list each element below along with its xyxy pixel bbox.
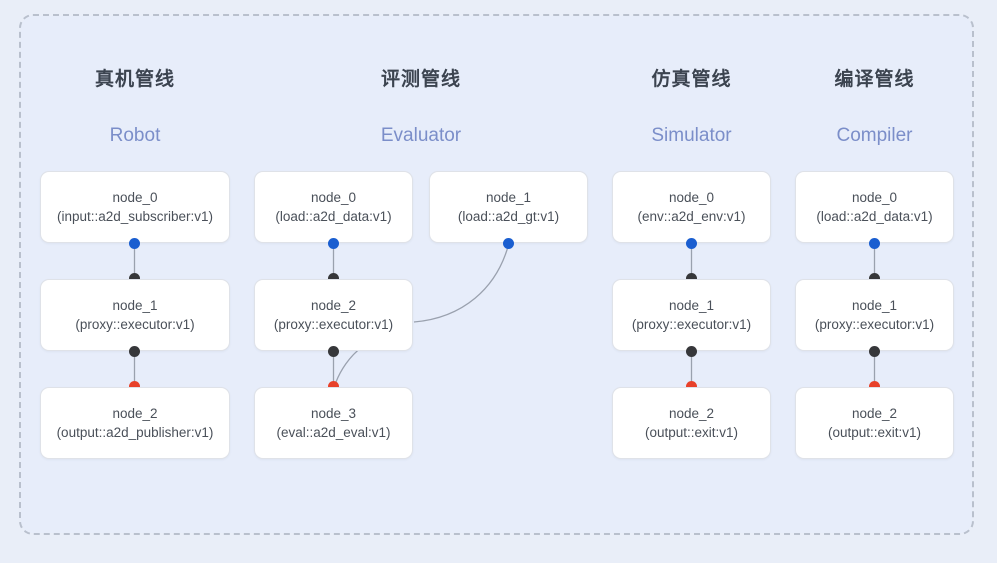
node-type: (proxy::executor:v1) <box>75 317 195 332</box>
dashed-frame-border <box>19 14 974 535</box>
port-output-black[interactable] <box>869 346 880 357</box>
port-input-black[interactable] <box>869 273 880 284</box>
node-simulator-0[interactable]: node_0 (env::a2d_env:v1) <box>612 171 771 243</box>
node-compiler-2[interactable]: node_2 (output::exit:v1) <box>795 387 954 459</box>
node-robot-2[interactable]: node_2 (output::a2d_publisher:v1) <box>40 387 230 459</box>
port-input-red[interactable] <box>129 381 140 392</box>
port-output-blue[interactable] <box>869 238 880 249</box>
node-name: node_2 <box>851 406 898 421</box>
node-type: (input::a2d_subscriber:v1) <box>56 209 214 224</box>
column-subtitle-evaluator: Evaluator <box>380 125 462 146</box>
port-output-blue[interactable] <box>328 238 339 249</box>
node-type: (output::exit:v1) <box>827 425 922 440</box>
port-output-black[interactable] <box>328 346 339 357</box>
port-input-black[interactable] <box>129 273 140 284</box>
port-input-red[interactable] <box>328 381 339 392</box>
node-name: node_1 <box>485 190 532 205</box>
node-type: (proxy::executor:v1) <box>814 317 935 332</box>
node-name: node_1 <box>851 298 898 313</box>
column-subtitle-robot: Robot <box>109 125 161 146</box>
node-evaluator-2[interactable]: node_2 (proxy::executor:v1) <box>254 279 413 351</box>
port-output-black[interactable] <box>686 346 697 357</box>
port-input-black[interactable] <box>686 273 697 284</box>
node-evaluator-1[interactable]: node_1 (load::a2d_gt:v1) <box>429 171 588 243</box>
node-type: (proxy::executor:v1) <box>631 317 752 332</box>
node-name: node_0 <box>668 190 715 205</box>
node-type: (output::a2d_publisher:v1) <box>56 425 214 440</box>
node-name: node_2 <box>112 406 158 421</box>
port-output-blue[interactable] <box>129 238 140 249</box>
node-compiler-1[interactable]: node_1 (proxy::executor:v1) <box>795 279 954 351</box>
node-name: node_0 <box>310 190 357 205</box>
port-input-red[interactable] <box>686 381 697 392</box>
node-type: (output::exit:v1) <box>644 425 739 440</box>
node-name: node_2 <box>668 406 715 421</box>
node-name: node_0 <box>851 190 898 205</box>
node-name: node_1 <box>112 298 158 313</box>
port-output-black[interactable] <box>129 346 140 357</box>
node-simulator-2[interactable]: node_2 (output::exit:v1) <box>612 387 771 459</box>
node-type: (load::a2d_data:v1) <box>275 209 392 224</box>
node-evaluator-3[interactable]: node_3 (eval::a2d_eval:v1) <box>254 387 413 459</box>
node-type: (load::a2d_gt:v1) <box>457 209 560 224</box>
column-title-simulator: 仿真管线 <box>651 69 732 90</box>
column-title-robot: 真机管线 <box>94 69 175 90</box>
column-title-compiler: 编译管线 <box>834 69 915 90</box>
node-type: (load::a2d_data:v1) <box>816 209 933 224</box>
port-input-red[interactable] <box>869 381 880 392</box>
node-compiler-0[interactable]: node_0 (load::a2d_data:v1) <box>795 171 954 243</box>
node-robot-0[interactable]: node_0 (input::a2d_subscriber:v1) <box>40 171 230 243</box>
column-subtitle-simulator: Simulator <box>651 125 732 146</box>
node-evaluator-0[interactable]: node_0 (load::a2d_data:v1) <box>254 171 413 243</box>
node-type: (eval::a2d_eval:v1) <box>276 425 391 440</box>
node-simulator-1[interactable]: node_1 (proxy::executor:v1) <box>612 279 771 351</box>
node-name: node_0 <box>112 190 158 205</box>
column-title-evaluator: 评测管线 <box>380 69 461 90</box>
column-subtitle-compiler: Compiler <box>836 125 913 146</box>
node-type: (proxy::executor:v1) <box>273 317 394 332</box>
node-type: (env::a2d_env:v1) <box>637 209 746 224</box>
port-input-black[interactable] <box>328 273 339 284</box>
node-name: node_1 <box>668 298 715 313</box>
port-output-blue[interactable] <box>686 238 697 249</box>
port-output-blue[interactable] <box>503 238 514 249</box>
node-name: node_3 <box>310 406 357 421</box>
node-robot-1[interactable]: node_1 (proxy::executor:v1) <box>40 279 230 351</box>
node-name: node_2 <box>310 298 357 313</box>
